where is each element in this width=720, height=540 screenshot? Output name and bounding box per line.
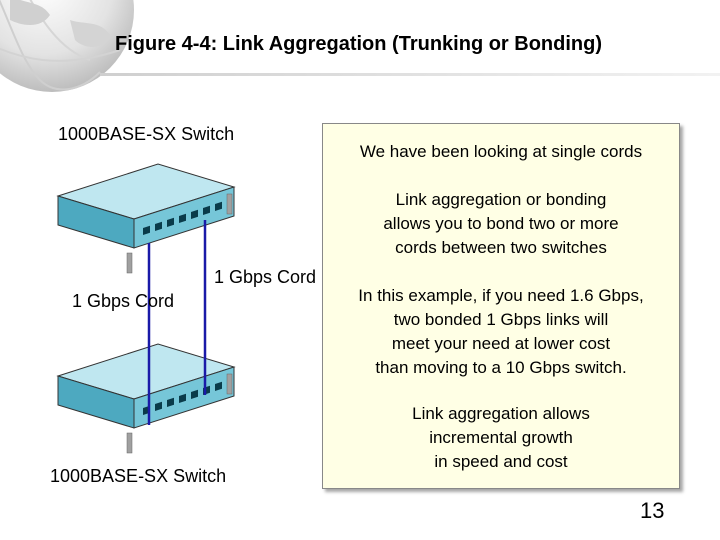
- slide-title: Figure 4-4: Link Aggregation (Trunking o…: [115, 33, 603, 55]
- info-paragraph: In this example, if you need 1.6 Gbps, t…: [358, 286, 644, 377]
- top-switch-foot-left: [126, 252, 133, 274]
- top-switch-ports: [143, 201, 222, 235]
- switch-diagram-svg: [56, 163, 236, 454]
- left-cord-label: 1 Gbps Cord: [72, 291, 175, 311]
- bottom-switch-foot-left: [126, 432, 133, 454]
- bottom-switch-label: 1000BASE-SX Switch: [50, 466, 227, 486]
- bottom-switch: [56, 343, 236, 454]
- info-paragraph: Link aggregation allows incremental grow…: [412, 404, 590, 471]
- globe-icon: [0, 0, 134, 92]
- title-divider: [100, 73, 720, 76]
- info-paragraph: Link aggregation or bonding allows you t…: [383, 190, 619, 257]
- right-cord-label: 1 Gbps Cord: [214, 267, 317, 287]
- top-switch-label: 1000BASE-SX Switch: [58, 124, 235, 144]
- bottom-switch-foot-right: [226, 373, 233, 395]
- top-switch: [56, 163, 236, 274]
- top-switch-foot-right: [226, 193, 233, 215]
- info-paragraph: We have been looking at single cords: [359, 142, 643, 161]
- info-box: We have been looking at single cords Lin…: [322, 123, 680, 489]
- switch-diagram: 1000BASE-SX Switch: [0, 80, 320, 500]
- page-number: 13: [640, 498, 665, 523]
